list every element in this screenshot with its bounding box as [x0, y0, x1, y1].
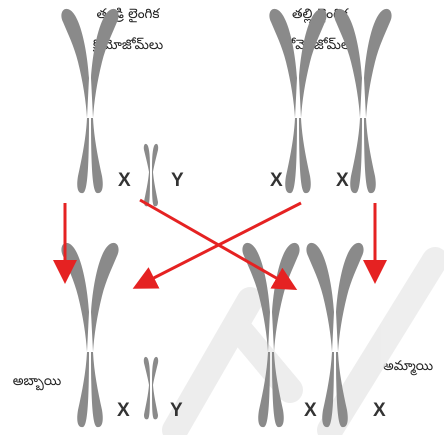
arrow-mother-x-to-son: [132, 201, 302, 289]
mother-x-letter-1: X: [270, 170, 283, 191]
father-x-letter: X: [118, 170, 131, 191]
son-y-chromosome: [143, 356, 159, 420]
mother-x-letter-2: X: [336, 170, 349, 191]
son-y-letter: Y: [170, 400, 183, 421]
arrow-father-x-to-daughter: [139, 198, 298, 290]
mother-chromosomes: [269, 8, 392, 194]
daughter-label: అమ్మాయి: [382, 358, 434, 374]
father-y-letter: Y: [171, 170, 184, 191]
father-x-chromosome: [61, 8, 119, 194]
daughter-x-letter-2: X: [373, 400, 386, 421]
son-label: అబ్బాయి: [12, 373, 62, 389]
father-y-chromosome: [143, 143, 159, 207]
son-x-letter: X: [117, 400, 130, 421]
father-chromosomes: [61, 8, 159, 207]
son-chromosomes: [61, 242, 159, 428]
watermark: [162, 247, 444, 435]
father-title-line2: క్రోమోజోమ్‌లు: [92, 37, 164, 53]
mother-title-line2: క్రోమోజోమ్‌లు: [284, 37, 356, 53]
daughter-x-letter-1: X: [304, 400, 317, 421]
mother-x-chromosome-1: [269, 8, 327, 194]
mother-x-chromosome-2: [334, 8, 392, 194]
son-x-chromosome: [61, 242, 119, 428]
